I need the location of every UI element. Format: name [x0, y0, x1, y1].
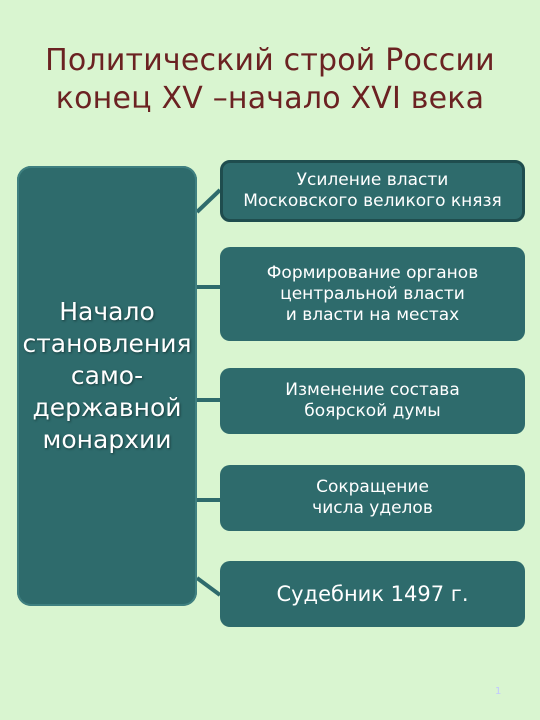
connector-1 — [195, 188, 222, 214]
box-sudebnik: Судебник 1497 г. — [220, 561, 525, 627]
page-number: 1 — [495, 686, 502, 697]
box-grand-prince-power: Усиление власти Московского великого кня… — [220, 160, 525, 222]
main-concept-text: Начало становления само- державной монар… — [22, 297, 192, 454]
page-title: Политический строй России конец XV –нача… — [0, 42, 540, 118]
box-boyar-duma: Изменение состава боярской думы — [220, 368, 525, 434]
title-line-2: конец XV –начало XVI века — [55, 81, 485, 116]
title-line-1: Политический строй России — [45, 43, 495, 78]
main-concept-box — [17, 166, 197, 606]
box-appanages: Сокращение числа уделов — [220, 465, 525, 531]
connector-5 — [195, 576, 222, 597]
box-government-bodies: Формирование органов центральной власти … — [220, 247, 525, 341]
